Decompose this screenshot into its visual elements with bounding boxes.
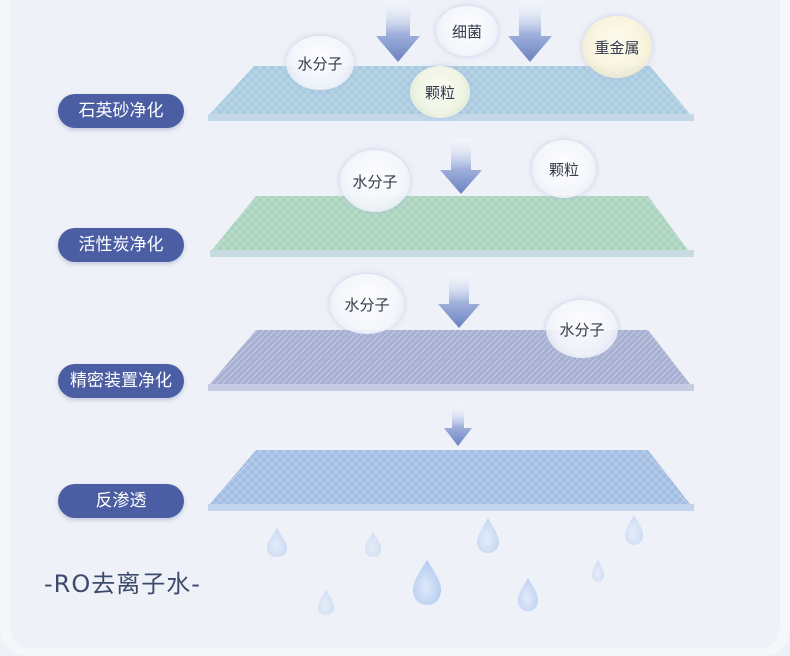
water-molecule-bubble: 水分子	[330, 274, 404, 334]
down-arrow-icon	[444, 404, 472, 446]
water-drop-icon	[518, 578, 538, 611]
layer-precision	[208, 330, 694, 391]
water-molecule-bubble: 水分子	[340, 150, 410, 212]
stage-label-activated-carbon: 活性炭净化	[58, 228, 184, 262]
stage-label-quartz-sand: 石英砂净化	[58, 94, 184, 128]
water-molecule-bubble: 水分子	[546, 300, 618, 358]
water-drops	[267, 515, 643, 615]
stage-label-reverse-osmosis: 反渗透	[58, 484, 184, 518]
layer-precision-edge	[208, 384, 694, 391]
down-arrow-icon	[440, 138, 482, 194]
water-drop-icon	[318, 590, 334, 615]
heavy-metal-bubble: 重金属	[582, 16, 652, 78]
layer-carbon-edge	[210, 250, 694, 257]
layer-reverse-osmosis	[208, 450, 694, 511]
bacteria-bubble: 细菌	[436, 6, 498, 56]
down-arrow-icon	[508, 0, 552, 62]
down-arrow-icon	[376, 0, 420, 62]
water-molecule-bubble: 水分子	[286, 36, 354, 90]
water-drop-icon	[592, 560, 604, 582]
flow-arrow	[438, 272, 480, 328]
particle-bubble: 颗粒	[532, 140, 596, 198]
flow-arrow	[444, 404, 472, 446]
water-drop-icon	[267, 528, 287, 557]
down-arrow-icon	[438, 272, 480, 328]
layer-ro-edge	[208, 504, 694, 511]
ro-water-caption: -RO去离子水-	[44, 570, 201, 598]
water-drop-icon	[625, 515, 643, 545]
particle-bubble: 颗粒	[410, 66, 470, 118]
water-drop-icon	[413, 560, 441, 605]
water-drop-icon	[365, 532, 381, 557]
layer-quartz-edge	[208, 114, 694, 121]
flow-arrow	[376, 0, 420, 62]
flow-arrow	[440, 138, 482, 194]
layer-activated-carbon	[210, 196, 694, 257]
water-drop-icon	[477, 518, 499, 553]
stage-label-precision: 精密装置净化	[58, 364, 184, 398]
flow-arrow	[508, 0, 552, 62]
